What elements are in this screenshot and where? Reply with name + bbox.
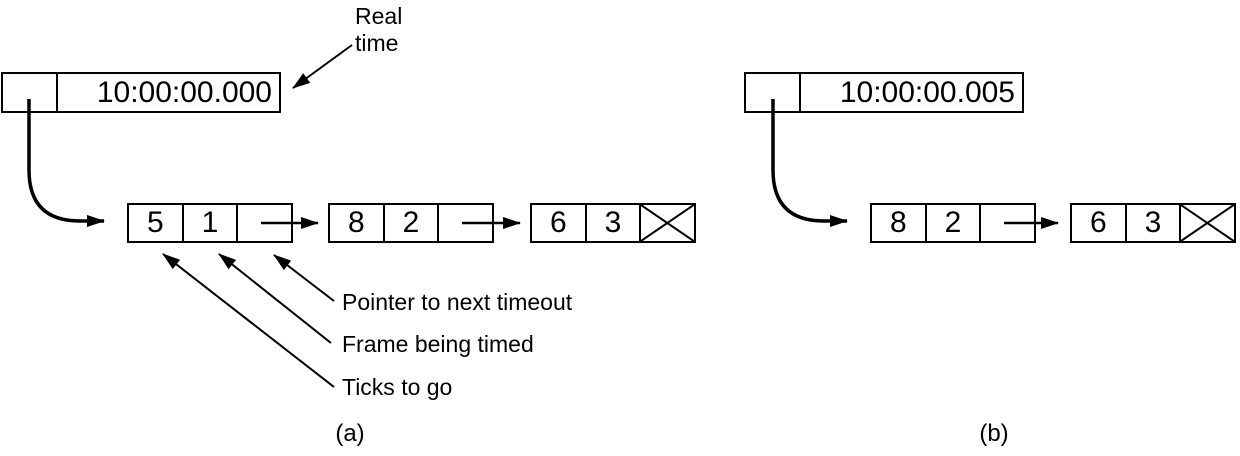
frame-cell: 3 [587, 205, 642, 241]
frame-cell: 1 [184, 205, 239, 241]
ticks-cell: 6 [1072, 205, 1127, 241]
timer-node-a3: 6 3 [530, 203, 696, 243]
timer-node-b2: 6 3 [1070, 203, 1236, 243]
null-pointer-cell [1181, 205, 1234, 241]
caption-a: (a) [335, 420, 365, 447]
clock-pointer-cell-a [3, 74, 58, 111]
ticks-cell: 8 [872, 205, 927, 241]
leader-frame-being-timed [218, 253, 332, 344]
timer-node-a1: 5 1 [127, 203, 293, 243]
ticks-to-go-label: Ticks to go [342, 374, 453, 400]
caption-b: (b) [979, 420, 1009, 447]
clock-time-value-b: 10:00:00.005 [839, 76, 1015, 109]
pointer-to-next-timeout-label: Pointer to next timeout [342, 289, 573, 315]
clock-pointer-cell-b [746, 74, 801, 111]
clock-to-list-arrow-a [27, 99, 105, 227]
null-x-icon [641, 205, 694, 241]
clock-box-b: 10:00:00.005 [744, 72, 1024, 113]
frame-being-timed-label: Frame being timed [342, 331, 534, 357]
null-pointer-cell [641, 205, 694, 241]
leader-ticks-to-go [162, 253, 335, 388]
leader-pointer-to-next-timeout [273, 254, 335, 302]
timer-node-a2: 8 2 [328, 203, 494, 243]
ticks-cell: 5 [129, 205, 184, 241]
real-time-line1: Real [355, 3, 403, 29]
frame-cell: 2 [927, 205, 982, 241]
clock-box-a: 10:00:00.000 [1, 72, 281, 113]
null-x-icon [1181, 205, 1234, 241]
pointer-cell [439, 205, 492, 241]
ticks-cell: 8 [330, 205, 385, 241]
pointer-cell [981, 205, 1034, 241]
clock-to-list-arrow-b [771, 99, 848, 227]
frame-cell: 2 [385, 205, 440, 241]
clock-time-value-a: 10:00:00.000 [96, 76, 272, 109]
frame-cell: 3 [1127, 205, 1182, 241]
real-time-label: Real time [355, 3, 402, 57]
real-time-arrow [292, 44, 353, 89]
ticks-cell: 6 [532, 205, 587, 241]
timer-node-b1: 8 2 [870, 203, 1036, 243]
real-time-line2: time [355, 30, 399, 56]
pointer-cell [238, 205, 291, 241]
